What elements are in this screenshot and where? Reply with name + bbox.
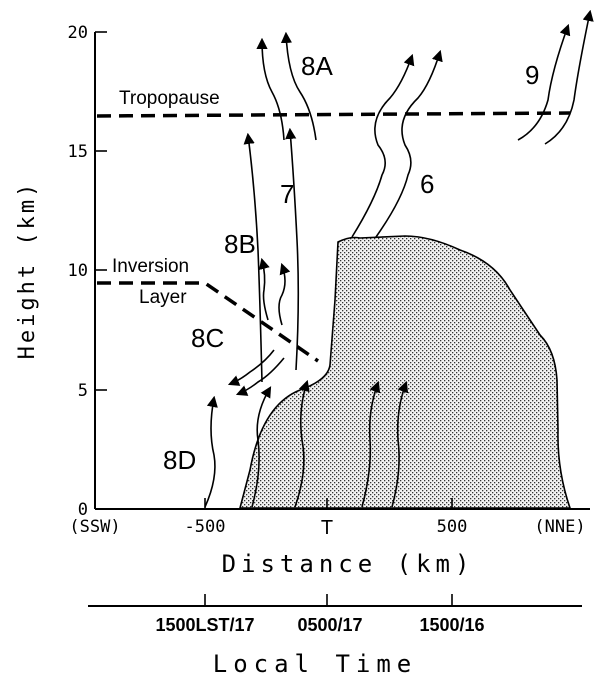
time-axis-title: Local Time [213,650,418,678]
label-9: 9 [525,60,539,90]
updraft-arrow-2 [294,379,310,508]
trajectory-8D [204,395,218,508]
trajectory-6-right [375,49,443,238]
inversion-label-line2: Layer [139,287,187,308]
x-tick-label-T: T [321,517,333,539]
trajectory-9-left [517,23,571,141]
label-6: 6 [420,169,434,199]
trajectory-8C-upper [227,349,275,386]
x-tick-label-ssw: (SSW) [69,517,120,537]
cloud-shaded-region [238,235,572,509]
trajectory-9-right [544,9,594,145]
updraft-arrow-3 [361,380,381,508]
inversion-layer-line [97,281,319,363]
y-tick-label-0: 0 [78,500,88,520]
y-tick-label-15: 15 [68,142,88,162]
trajectory-7-left [243,132,263,383]
x-tick-label-minus500: -500 [185,517,226,537]
updraft-arrow-4 [391,380,409,508]
trajectory-7-right [285,127,300,371]
y-axis-title: Height (km) [15,181,40,360]
trajectory-8B-left [258,257,270,321]
label-8C: 8C [191,323,224,353]
tropopause-line [96,111,571,118]
label-8A: 8A [301,51,333,81]
trajectory-8A-left [256,37,285,141]
inversion-label-line1: Inversion [112,256,189,277]
y-tick-label-20: 20 [68,23,88,43]
trajectory-8C-lower [235,357,285,396]
updraft-arrow-1 [251,386,272,508]
x-axis-title: Distance (km) [222,550,475,578]
label-8B: 8B [224,229,256,259]
trajectory-6-left [351,53,415,238]
x-tick-label-nne: (NNE) [534,517,585,537]
tropopause-label: Tropopause [119,88,220,109]
x-tick-label-500: 500 [437,517,468,537]
label-8D: 8D [163,445,196,475]
time-tick-label-2: 0500/17 [297,615,362,635]
label-7: 7 [280,179,294,209]
y-tick-label-10: 10 [68,261,88,281]
y-tick-label-5: 5 [78,381,88,401]
trajectory-8B-right [278,262,291,326]
trajectory-8A-right [280,31,317,141]
time-tick-label-1: 1500LST/17 [155,615,254,635]
time-tick-label-3: 1500/16 [419,615,484,635]
